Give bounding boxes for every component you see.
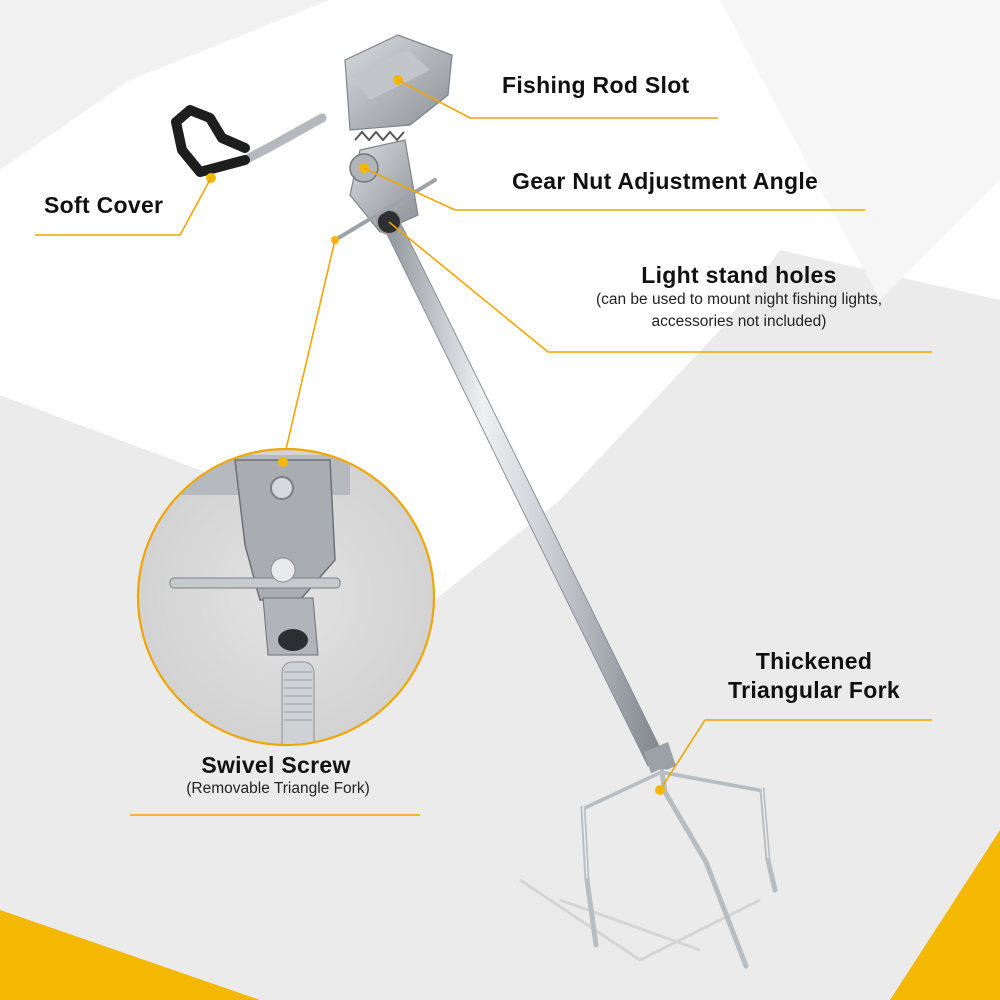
gear-nut-label: Gear Nut Adjustment Angle <box>512 168 819 194</box>
swivel-screw-label: Swivel Screw <box>201 752 351 778</box>
light-stand-note-2: accessories not included) <box>651 313 827 330</box>
magnifier-detail-icon <box>136 447 436 747</box>
yellow-corner-right <box>890 830 1000 1000</box>
thickened-fork-label-1: Thickened <box>755 648 873 674</box>
rod-holder-icon <box>171 34 778 969</box>
swivel-screw-note: (Removable Triangle Fork) <box>186 780 370 797</box>
light-stand-label: Light stand holes <box>641 262 837 288</box>
light-stand-note-1: (can be used to mount night fishing ligh… <box>595 291 883 308</box>
thickened-fork-label-2: Triangular Fork <box>728 677 900 703</box>
fishing-rod-slot-label: Fishing Rod Slot <box>502 72 690 98</box>
callout-lines <box>35 79 932 816</box>
yellow-corner-left <box>0 910 260 1000</box>
soft-cover-label: Soft Cover <box>44 192 164 218</box>
